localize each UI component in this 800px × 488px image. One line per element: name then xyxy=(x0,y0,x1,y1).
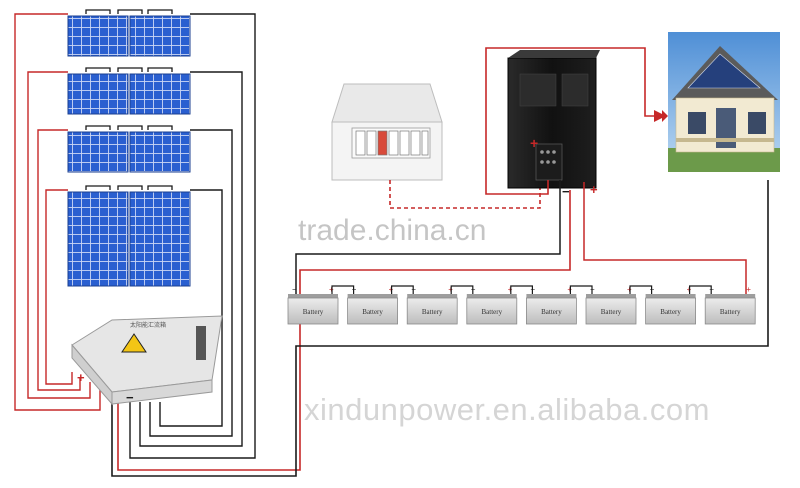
battery-label: Battery xyxy=(422,308,443,316)
breaker-switches xyxy=(355,130,429,156)
battery-series-jumper xyxy=(569,285,593,294)
battery-label: Battery xyxy=(481,308,502,316)
inverter-vents xyxy=(519,73,589,107)
battery-negative-feed xyxy=(295,180,561,296)
battery-label: Battery xyxy=(362,308,383,316)
combiner-positive-terminal-label: + xyxy=(77,370,85,385)
combiner-box: 太阳能汇流箱 + − xyxy=(71,315,223,406)
inverter-positive-label: + xyxy=(530,135,538,151)
battery-bank: Battery−+Battery−+Battery−+Battery−+Batt… xyxy=(287,285,756,325)
battery-positive-terminal: + xyxy=(746,285,751,294)
battery-label: Battery xyxy=(541,308,562,316)
solar-panel-row-2 xyxy=(67,73,191,115)
battery-label: Battery xyxy=(601,308,622,316)
ac-output-wire xyxy=(485,47,662,195)
battery-negative-terminal: − xyxy=(650,285,655,294)
battery-negative-terminal: − xyxy=(292,285,297,294)
distribution-box xyxy=(331,83,443,181)
battery-label: Battery xyxy=(720,308,741,316)
inverter-pv-positive-label: + xyxy=(590,182,598,197)
house-image xyxy=(668,32,780,172)
warning-triangle-icon xyxy=(121,333,147,353)
solar-panel-row-1 xyxy=(67,15,191,57)
battery-series-jumper xyxy=(689,285,712,294)
battery: Battery−+ xyxy=(585,285,637,325)
battery-negative-terminal: − xyxy=(352,285,357,294)
inverter-negative-label: − xyxy=(562,184,570,199)
array-wiring xyxy=(14,13,769,477)
combiner-negative-terminal-label: − xyxy=(126,390,134,405)
battery-series-jumper xyxy=(629,285,653,294)
battery: Battery−+ xyxy=(466,285,518,325)
battery-series-jumper xyxy=(331,285,355,294)
battery: Battery − + xyxy=(704,285,756,325)
battery-positive-feed xyxy=(583,182,747,296)
battery: Battery−+ xyxy=(645,285,696,325)
battery-label: Battery xyxy=(660,308,681,316)
battery-negative-terminal: − xyxy=(530,285,535,294)
battery-series-jumper xyxy=(450,285,474,294)
panel-series-jumpers xyxy=(85,9,173,190)
inverter: + − + xyxy=(507,50,600,199)
battery-negative-terminal: − xyxy=(471,285,476,294)
inverter-terminals xyxy=(540,150,556,164)
battery: Battery−+ xyxy=(406,285,458,325)
solar-panel-row-4 xyxy=(67,191,191,287)
battery: Battery−+ xyxy=(526,285,577,325)
battery-negative-terminal: − xyxy=(709,285,714,294)
combiner-box-title: 太阳能汇流箱 xyxy=(130,321,166,329)
battery-series-jumper xyxy=(391,285,414,294)
battery: Battery−+ xyxy=(347,285,399,325)
battery: Battery−+ xyxy=(287,285,339,325)
battery-label: Battery xyxy=(303,308,324,316)
solar-panel-row-3 xyxy=(67,131,191,173)
battery-negative-terminal: − xyxy=(590,285,595,294)
battery-series-jumper xyxy=(510,285,533,294)
solar-array xyxy=(67,9,191,287)
combiner-hinge xyxy=(196,326,206,360)
battery-negative-terminal: − xyxy=(411,285,416,294)
